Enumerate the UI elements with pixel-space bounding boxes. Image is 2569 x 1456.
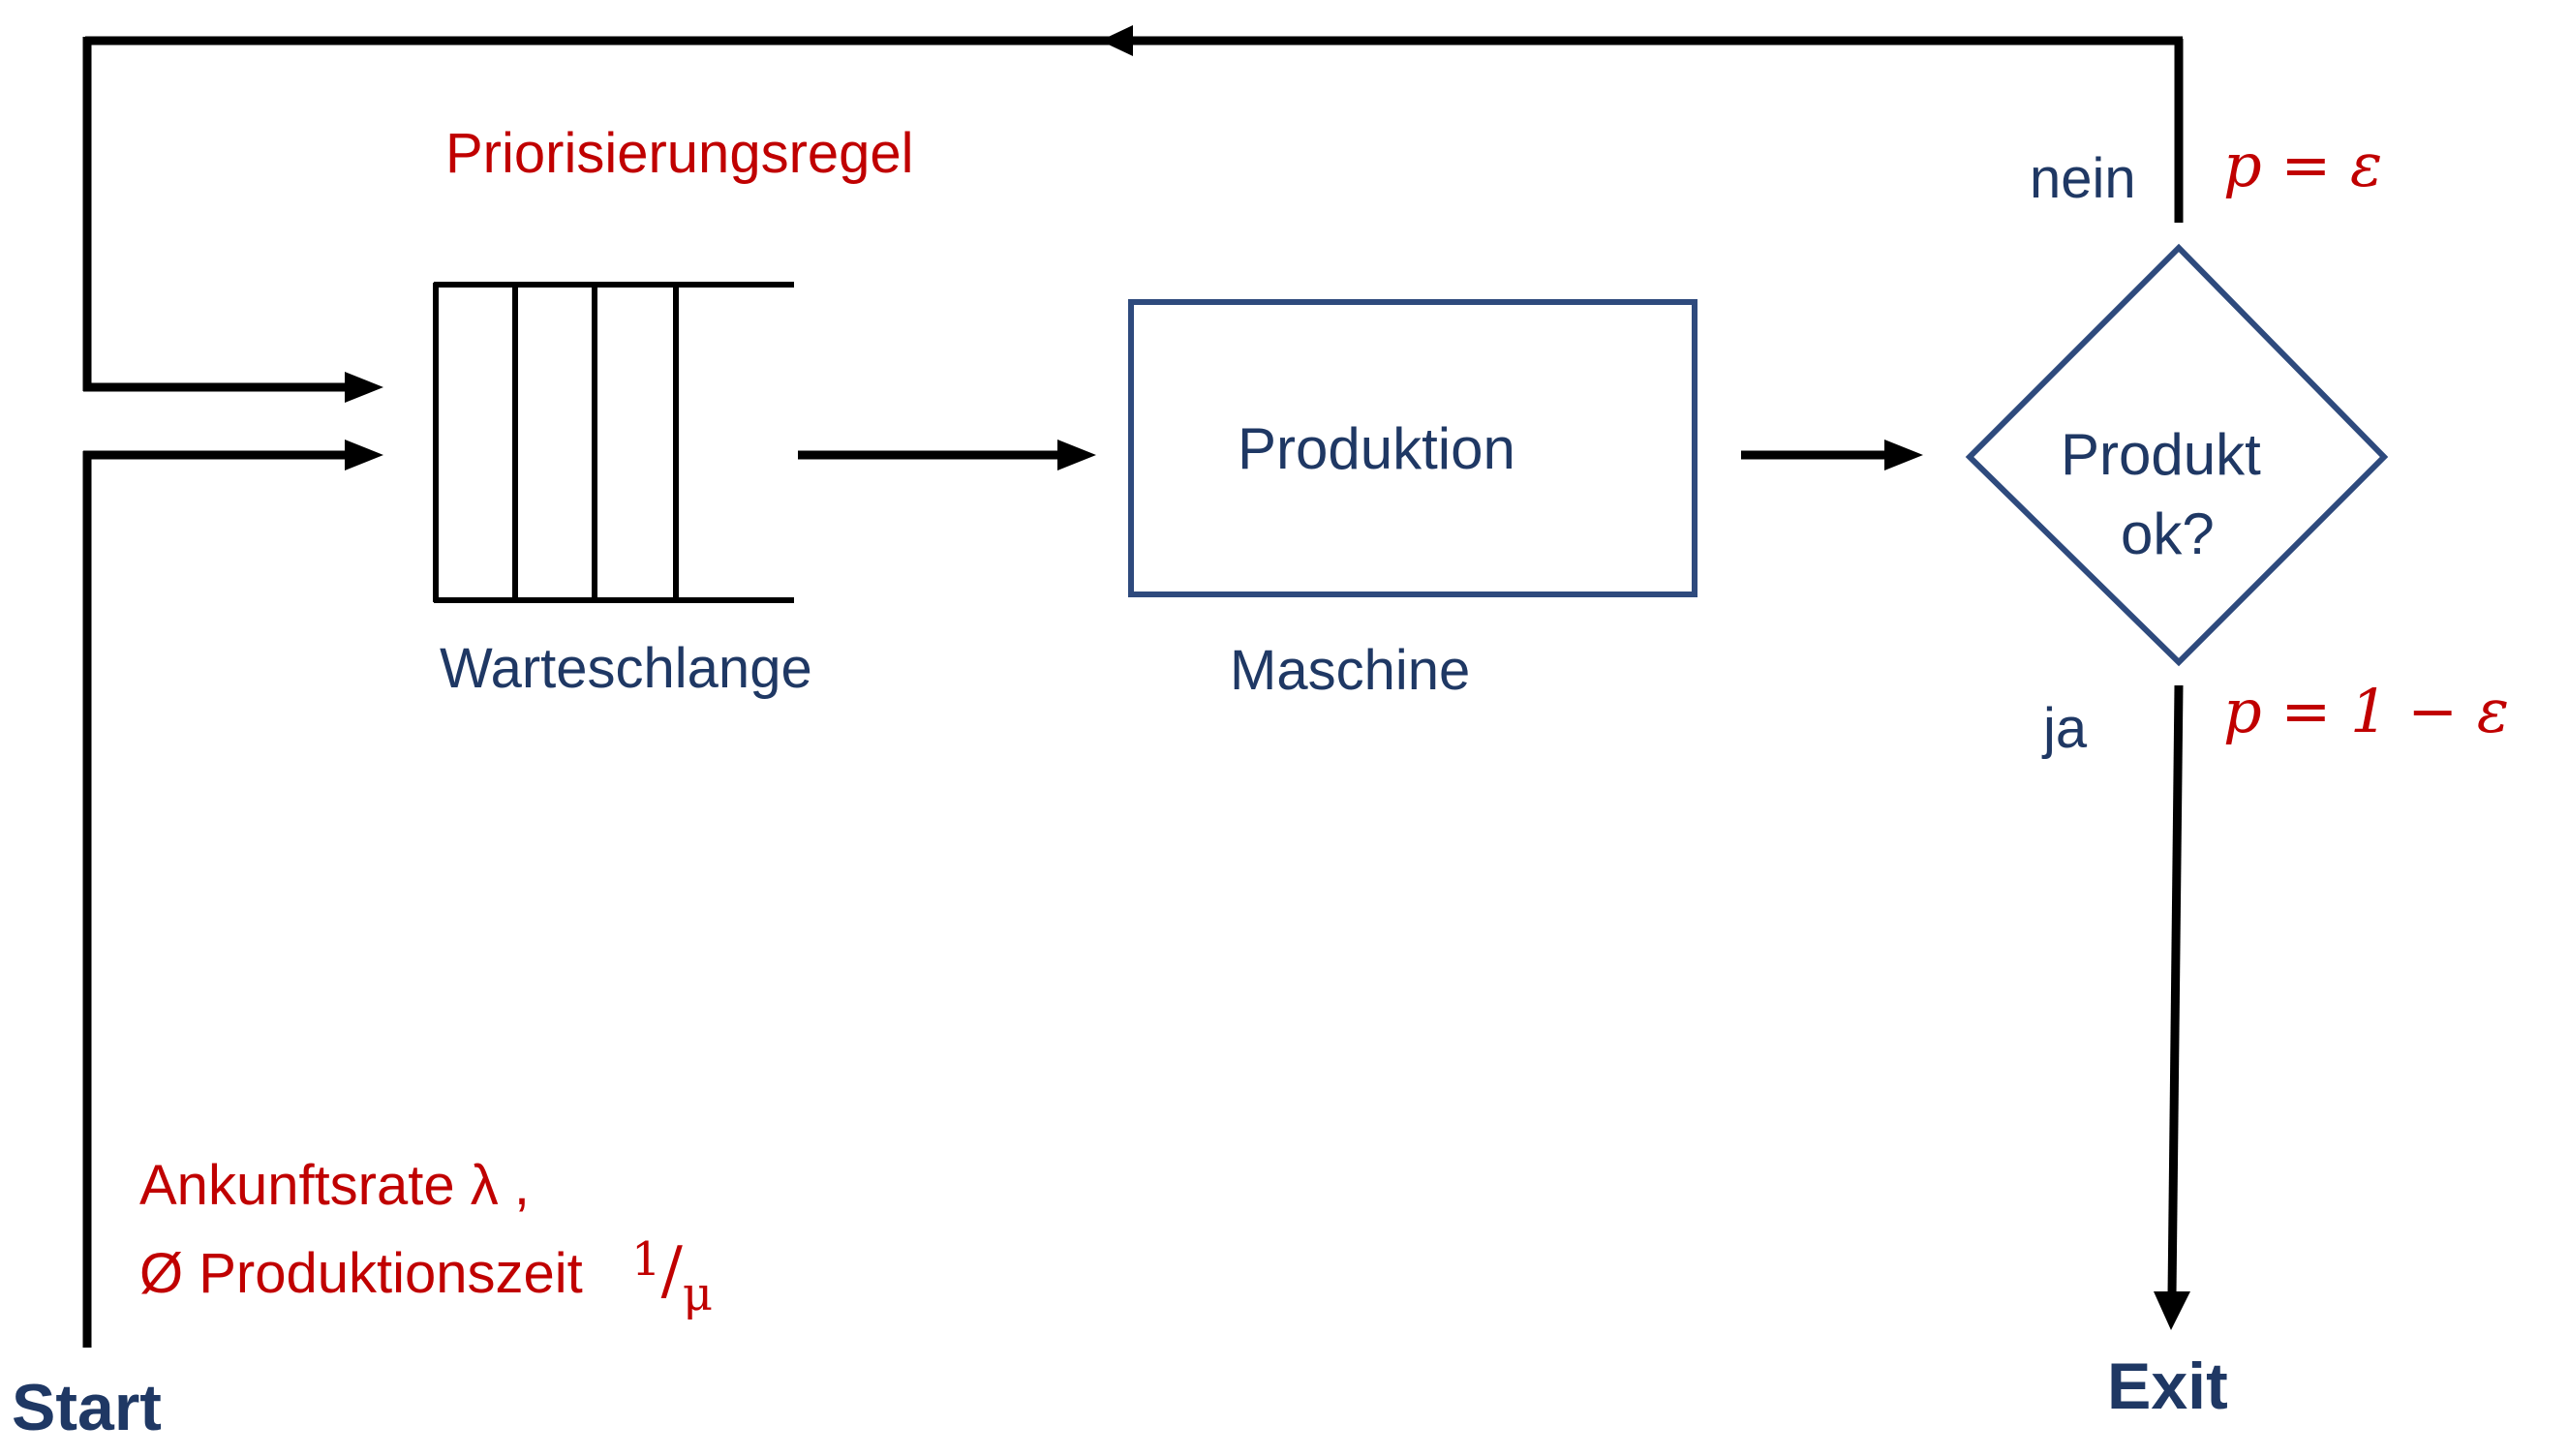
exit-arrowhead	[2154, 1291, 2190, 1330]
avg-production-time-row: Ø Produktionszeit 1/μ	[139, 1236, 713, 1318]
fraction-numerator: 1	[631, 1232, 661, 1287]
start-queue-arrowhead	[345, 440, 383, 470]
start-label: Start	[12, 1371, 162, 1444]
machine-box	[1128, 299, 1697, 597]
no-branch-label: nein	[2030, 147, 2136, 210]
decision-diamond	[1965, 243, 2389, 667]
queue-to-machine-arrowhead	[1057, 440, 1096, 470]
fraction-denominator: μ	[682, 1267, 714, 1321]
probability-no-label: p = ε	[2223, 130, 2383, 200]
fraction-slash: /	[660, 1233, 683, 1308]
queue-shape	[433, 282, 794, 603]
production-label: Produktion	[1238, 416, 1515, 481]
exit-line	[2167, 684, 2184, 1296]
avg-production-time-label: Ø Produktionszeit	[139, 1242, 583, 1305]
feedback-queue-arrowhead	[345, 372, 383, 403]
arrival-rate-label: Ankunftsrate λ ,	[139, 1154, 530, 1217]
yes-branch-label: ja	[2043, 697, 2088, 760]
machine-to-decision-arrowhead	[1884, 440, 1923, 470]
machine-label: Maschine	[1230, 639, 1471, 702]
exit-label: Exit	[2107, 1350, 2228, 1423]
decision-label-line2: ok?	[2121, 501, 2215, 566]
queue-label: Warteschlange	[440, 637, 812, 700]
priority-rule-label: Priorisierungsregel	[445, 122, 914, 185]
probability-yes-label: p = 1 − ε	[2223, 676, 2510, 746]
decision-label-line1: Produkt	[2061, 422, 2261, 487]
feedback-arrowhead	[1100, 25, 1133, 56]
